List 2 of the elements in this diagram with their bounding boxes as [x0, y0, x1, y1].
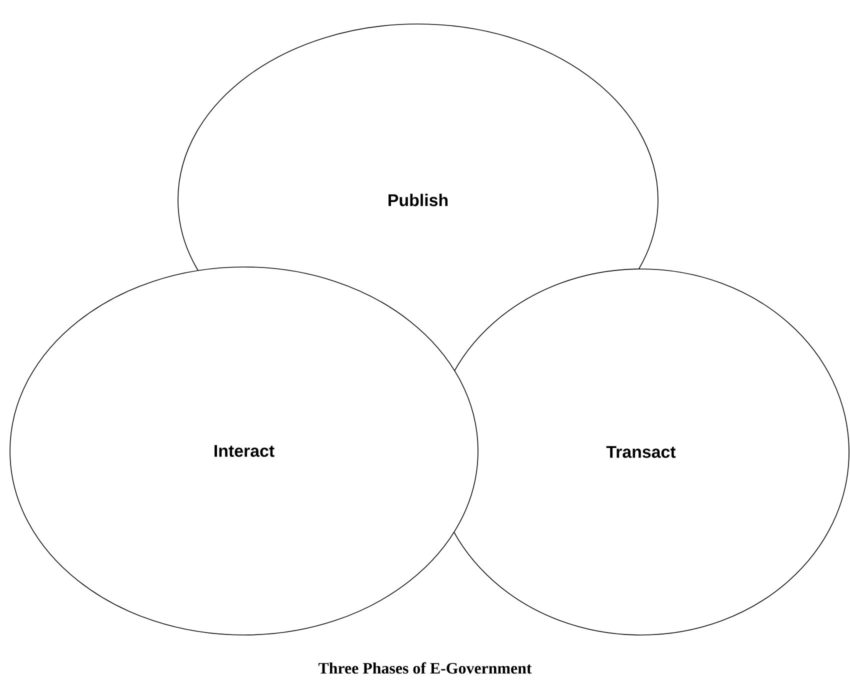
- node-label: Transact: [606, 446, 676, 458]
- caption: Three Phases of E-Government: [318, 662, 532, 674]
